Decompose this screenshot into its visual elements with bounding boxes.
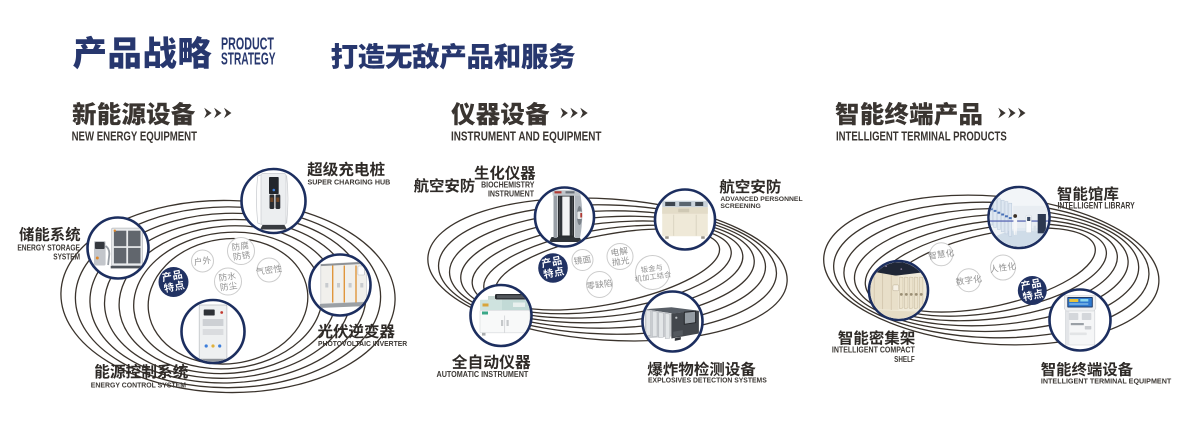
- svg-text:PHOTOVOLTAIC INVERTER: PHOTOVOLTAIC INVERTER: [318, 339, 408, 348]
- svg-text:SHELF: SHELF: [894, 355, 915, 364]
- svg-text:INSTRUMENT AND EQUIPMENT: INSTRUMENT AND EQUIPMENT: [451, 130, 602, 143]
- svg-text:INTELLIGENT TERMINAL PRODUCTS: INTELLIGENT TERMINAL PRODUCTS: [836, 130, 1007, 144]
- svg-text:INTELLIGENT LIBRARY: INTELLIGENT LIBRARY: [1057, 201, 1135, 211]
- svg-text:NEW ENERGY EQUIPMENT: NEW ENERGY EQUIPMENT: [72, 130, 198, 143]
- svg-text:SCREENING: SCREENING: [720, 203, 760, 210]
- svg-text:ENERGY CONTROL SYSTEM: ENERGY CONTROL SYSTEM: [91, 380, 186, 389]
- svg-text:ADVANCED PERSONNEL: ADVANCED PERSONNEL: [720, 196, 802, 203]
- svg-text:BIOCHEMISTRY: BIOCHEMISTRY: [481, 180, 534, 190]
- svg-text:INTELLIGENT TERMINAL EQUIPMENT: INTELLIGENT TERMINAL EQUIPMENT: [1041, 377, 1172, 385]
- svg-text:PRODUCT: PRODUCT: [221, 35, 274, 54]
- svg-text:EXPLOSIVES DETECTION SYSTEMS: EXPLOSIVES DETECTION SYSTEMS: [648, 376, 767, 384]
- svg-text:INSTRUMENT: INSTRUMENT: [488, 189, 534, 199]
- svg-text:ENERGY STORAGE: ENERGY STORAGE: [17, 243, 80, 253]
- svg-text:STRATEGY: STRATEGY: [221, 50, 276, 70]
- svg-text:AUTOMATIC INSTRUMENT: AUTOMATIC INSTRUMENT: [436, 370, 528, 380]
- svg-text:SUPER CHARGING HUB: SUPER CHARGING HUB: [308, 177, 391, 186]
- svg-text:SYSTEM: SYSTEM: [53, 252, 80, 262]
- svg-text:INTELLIGENT COMPACT: INTELLIGENT COMPACT: [832, 345, 915, 354]
